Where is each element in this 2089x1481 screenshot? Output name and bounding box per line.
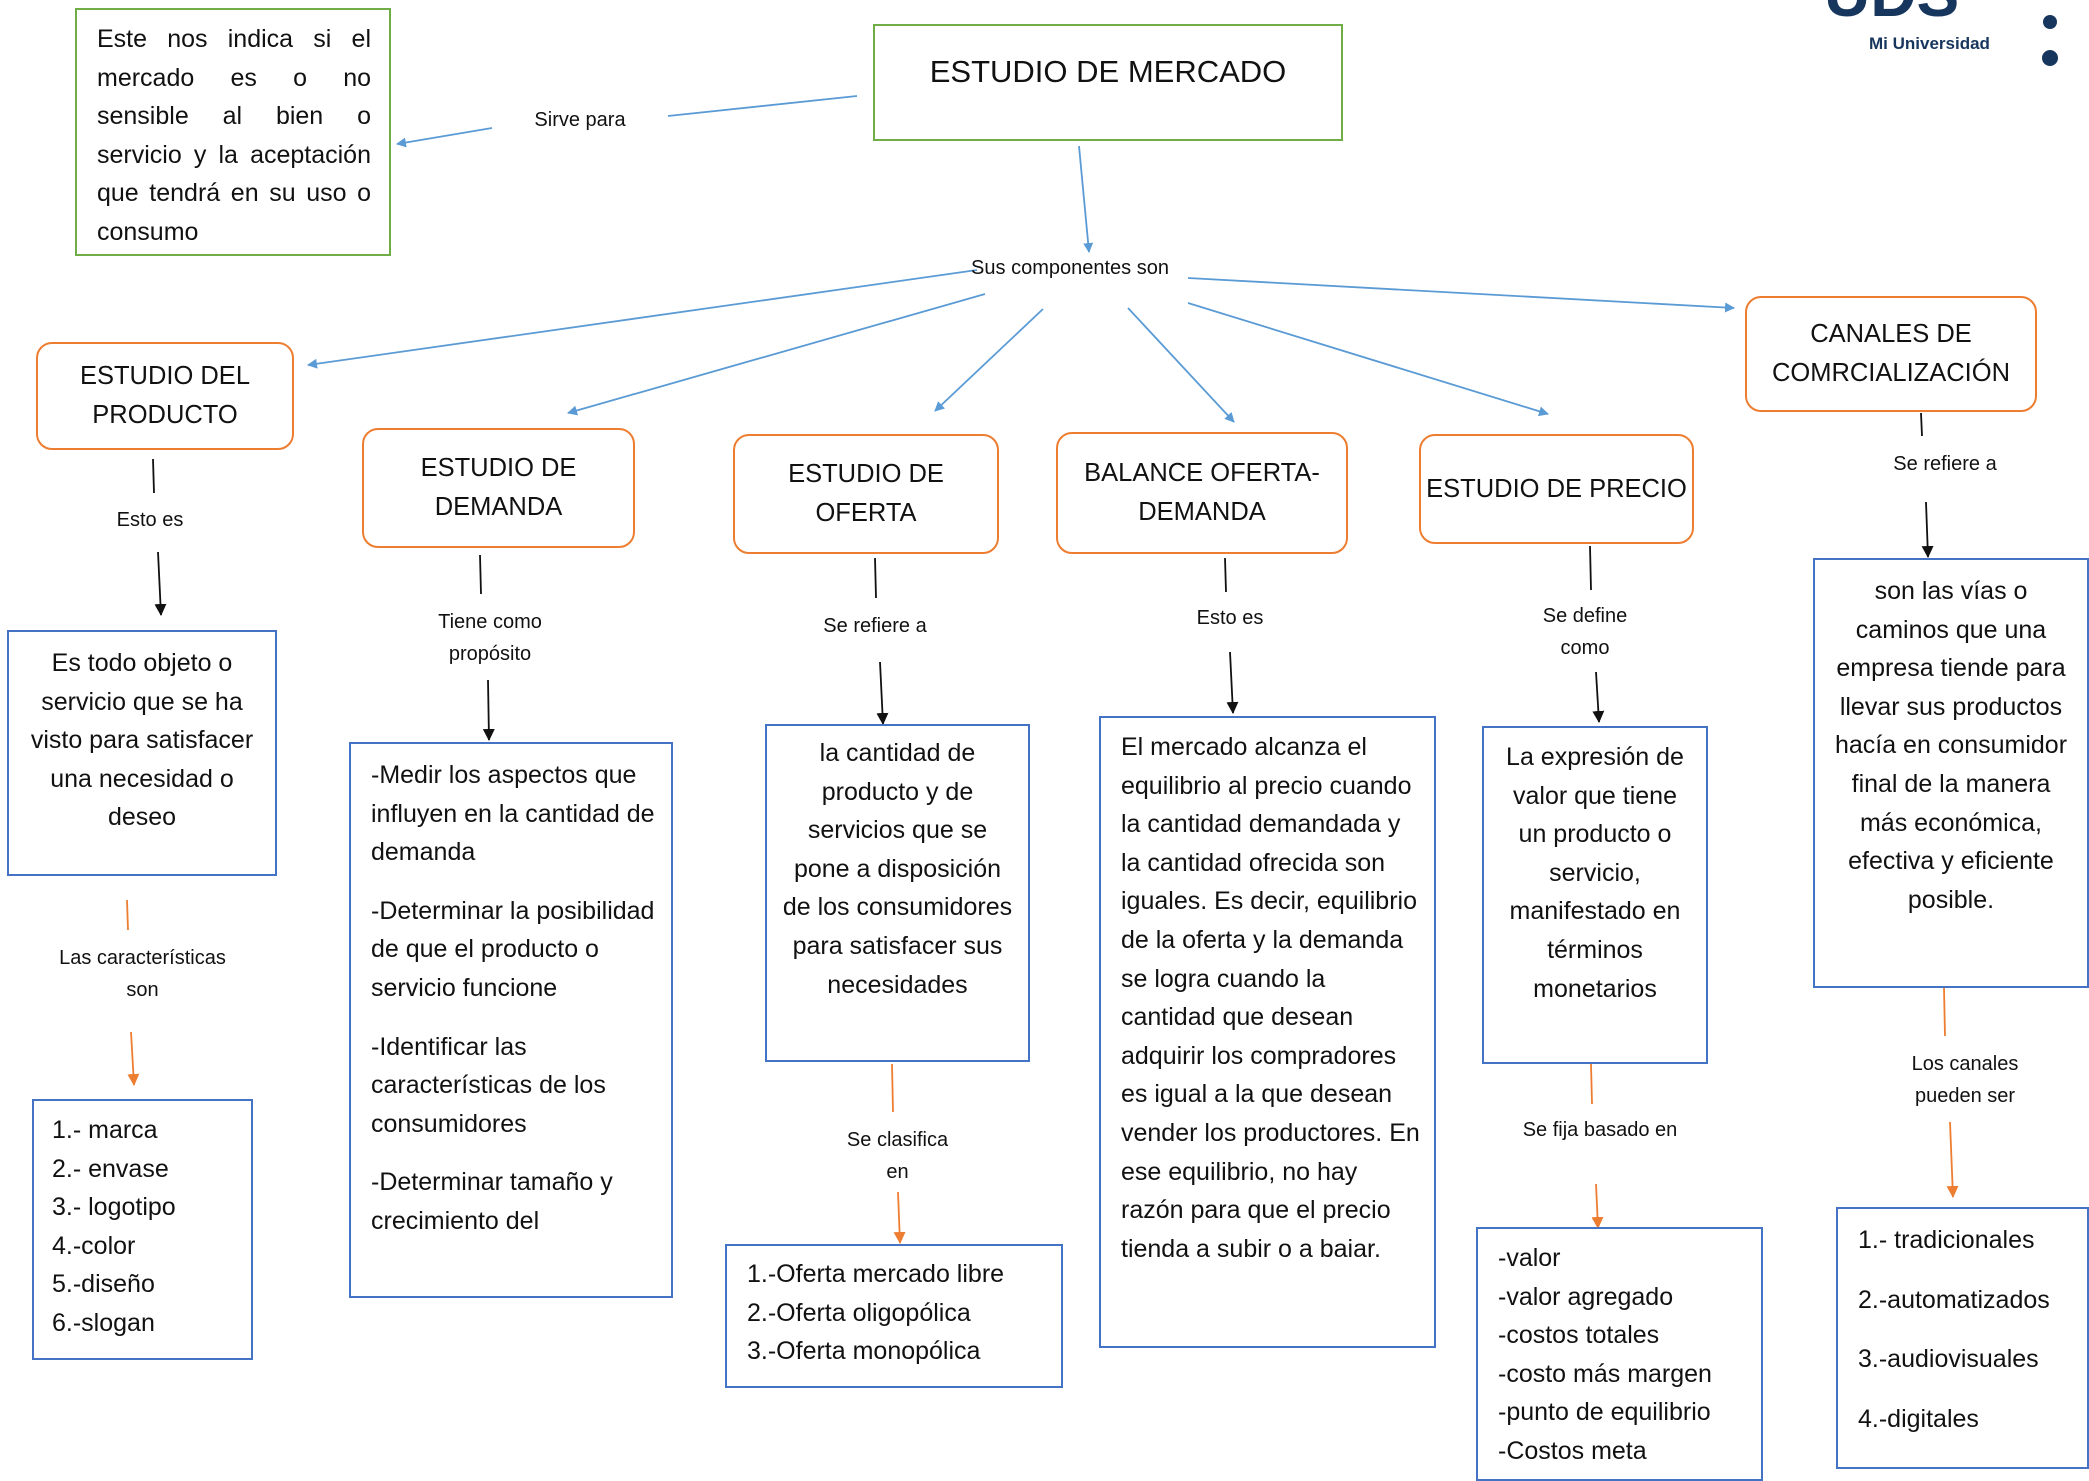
to-precio-arrow (1187, 302, 1549, 417)
oferta-title: ESTUDIO DE OFERTA (788, 460, 944, 527)
canales-title: CANALES DE COMRCIALIZACIÓN (1771, 320, 2011, 387)
precio-item: -valor agregado (1498, 1282, 1674, 1311)
precio-item: -costo más margen (1498, 1359, 1712, 1388)
canales-item: 3.-audiovisuales (1858, 1345, 2039, 1374)
producto-sub-arrow (127, 1031, 140, 1086)
oferta-sub-arrow (893, 1191, 906, 1244)
logo-dot-bottom (2042, 50, 2058, 66)
to-balance-arrow (1127, 307, 1235, 423)
producto-definition: Es todo objeto o servicio que se ha vist… (30, 649, 254, 832)
precio-items-box: -valor -valor agregado -costos totales -… (1476, 1227, 1763, 1481)
balance-connector: Esto es (1196, 607, 1264, 629)
precio-title: ESTUDIO DE PRECIO (1426, 474, 1687, 503)
main-title: ESTUDIO DE MERCADO (929, 54, 1287, 89)
oferta-connector: Se refiere a (823, 615, 927, 637)
logo-subtitle: Mi Universidad (1869, 34, 1990, 53)
canales-sub-arrow (1946, 1121, 1959, 1198)
precio-definition: La expresión de valor que tiene un produ… (1506, 743, 1684, 1003)
oferta-item: 3.-Oferta monopólica (747, 1337, 981, 1366)
oferta-items-box: 1.-Oferta mercado libre 2.-Oferta oligop… (725, 1244, 1063, 1388)
oferta-sub-connector: Se clasifica en (846, 1129, 949, 1183)
producto-item: 3.- logotipo (52, 1193, 176, 1222)
producto-item: 2.- envase (52, 1154, 169, 1183)
purpose-note-box: Este nos indica si el mercado es o no se… (75, 8, 391, 256)
title-to-components-arrow (1078, 145, 1094, 253)
demanda-item: -Medir los aspectos que influyen en la c… (371, 761, 655, 867)
producto-title: ESTUDIO DEL PRODUCTO (79, 362, 251, 429)
canales-definition: son las vías o caminos que una empresa t… (1834, 577, 2068, 914)
components-label: Sus componentes son (971, 257, 1169, 279)
to-producto-arrow (307, 269, 978, 369)
oferta-node: ESTUDIO DE OFERTA (733, 434, 999, 554)
producto-item: 1.- marca (52, 1116, 158, 1144)
balance-definition: El mercado alcanza el equilibrio al prec… (1121, 733, 1420, 1263)
precio-sub-connector: Se fija basado en (1522, 1119, 1678, 1141)
producto-items-box: 1.- marca 2.- envase 3.- logotipo 4.-col… (32, 1099, 253, 1360)
producto-node: ESTUDIO DEL PRODUCTO (36, 342, 294, 450)
to-oferta-arrow (934, 308, 1044, 412)
balance-node: BALANCE OFERTA-DEMANDA (1056, 432, 1348, 554)
sirve-to-note-arrow (396, 127, 493, 148)
precio-item: -Costos meta (1498, 1436, 1647, 1465)
canales-item: 2.-automatizados (1858, 1285, 2050, 1314)
balance-title: BALANCE OFERTA-DEMANDA (1084, 459, 1320, 526)
precio-item: -punto de equilibrio (1498, 1398, 1711, 1427)
precio-node: ESTUDIO DE PRECIO (1419, 434, 1694, 544)
precio-item: -valor (1498, 1244, 1561, 1272)
logo-dot-top (2043, 15, 2057, 29)
precio-definition-box: La expresión de valor que tiene un produ… (1482, 726, 1708, 1064)
demanda-connector: Tiene como propósito (438, 611, 542, 665)
demanda-arrow (482, 679, 495, 741)
logo-wordmark: UDS (1824, 0, 1959, 30)
producto-definition-box: Es todo objeto o servicio que se ha vist… (7, 630, 277, 876)
producto-item: 6.-slogan (52, 1308, 155, 1337)
producto-sub-connector: Las características son (59, 947, 226, 1001)
oferta-definition-box: la cantidad de producto y de servicios q… (765, 724, 1030, 1062)
oferta-item: 2.-Oferta oligopólica (747, 1298, 971, 1327)
uds-logo: UDS Mi Universidad (1824, 0, 2058, 66)
canales-connector: Se refiere a (1893, 453, 1997, 475)
demanda-node: ESTUDIO DE DEMANDA (362, 428, 635, 548)
purpose-note-text: Este nos indica si el mercado es o no se… (97, 25, 371, 246)
canales-items-box: 1.- tradicionales 2.-automatizados 3.-au… (1836, 1207, 2089, 1469)
demanda-item: -Identificar las características de los … (371, 1032, 606, 1138)
canales-definition-box: son las vías o caminos que una empresa t… (1813, 558, 2089, 988)
balance-definition-box: El mercado alcanza el equilibrio al prec… (1099, 716, 1436, 1348)
to-demanda-arrow (567, 293, 986, 416)
demanda-item: -Determinar la posibilidad de que el pro… (371, 896, 655, 1002)
canales-sub-connector: Los canales pueden ser (1911, 1053, 2019, 1107)
producto-item: 5.-diseño (52, 1270, 155, 1299)
producto-arrow (154, 551, 167, 616)
precio-arrow (1592, 671, 1605, 723)
oferta-item: 1.-Oferta mercado libre (747, 1260, 1005, 1288)
balance-arrow (1226, 651, 1239, 714)
canales-item: 1.- tradicionales (1858, 1226, 2035, 1254)
producto-item: 4.-color (52, 1231, 136, 1260)
title-to-sirve-line (667, 95, 858, 117)
oferta-arrow (876, 661, 889, 725)
demanda-items-box: -Medir los aspectos que influyen en la c… (349, 742, 673, 1298)
to-canales-arrow (1187, 277, 1735, 313)
oferta-definition: la cantidad de producto y de servicios q… (782, 739, 1013, 999)
precio-item: -costos totales (1498, 1321, 1660, 1350)
precio-sub-arrow (1591, 1183, 1604, 1229)
demanda-item: -Determinar tamaño y crecimiento del (371, 1168, 613, 1235)
canales-arrow (1921, 501, 1934, 558)
demanda-title: ESTUDIO DE DEMANDA (420, 454, 577, 521)
producto-connector: Esto es (116, 509, 184, 531)
canales-item: 4.-digitales (1858, 1404, 1979, 1433)
canales-node: CANALES DE COMRCIALIZACIÓN (1745, 296, 2037, 412)
sirve-para-label: Sirve para (534, 109, 626, 131)
precio-connector: Se define como (1542, 605, 1628, 659)
main-title-box: ESTUDIO DE MERCADO (873, 24, 1343, 141)
